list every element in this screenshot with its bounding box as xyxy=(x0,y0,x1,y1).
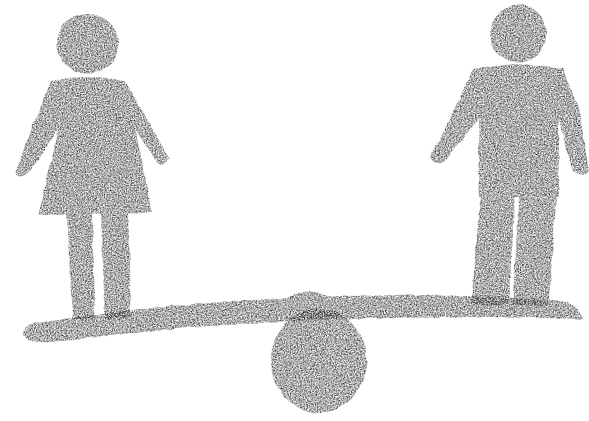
woman-left-leg xyxy=(66,212,94,318)
man-figure xyxy=(430,4,588,306)
fulcrum-ball xyxy=(270,308,366,412)
woman-body xyxy=(14,76,168,214)
man-right-leg xyxy=(512,194,556,306)
woman-figure xyxy=(14,13,168,318)
man-body xyxy=(430,64,588,196)
man-head xyxy=(490,4,546,62)
man-left-leg xyxy=(470,194,514,304)
woman-right-leg xyxy=(100,212,130,318)
woman-head xyxy=(56,13,118,73)
